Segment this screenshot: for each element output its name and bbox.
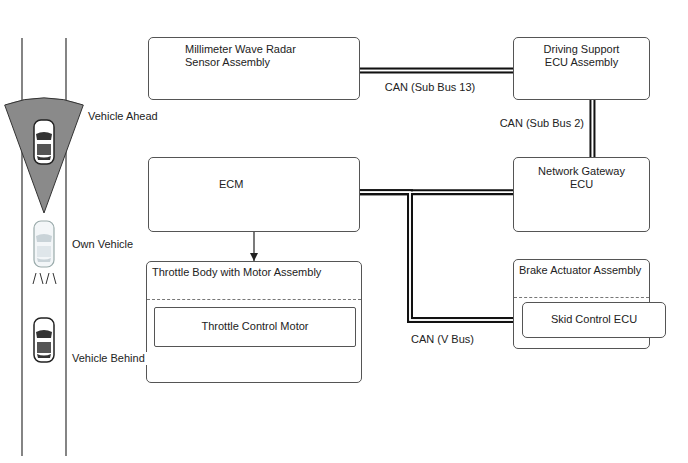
assembly-box: Throttle Body with Motor AssemblyThrottl… [146,261,362,383]
bus-outer [360,192,522,320]
vehicle-label: Vehicle Behind [70,352,147,365]
bus-inner [360,192,522,320]
connector-path [360,70,513,72]
ecu-box: ECM [148,157,360,232]
bus-outer [589,100,595,157]
can-bus-line [592,100,593,157]
box-label: Throttle Body with Motor Assembly [152,266,355,279]
control-arrow [254,232,255,261]
vehicle-ahead [34,120,54,164]
bus-label: CAN (Sub Bus 2) [498,117,586,130]
vehicle-label: Vehicle Ahead [86,110,160,123]
dashed-separator [514,297,649,298]
connector-path [360,192,522,320]
bus-label: CAN (V Bus) [409,333,476,346]
box-label: Brake Actuator Assembly [519,264,646,277]
ecu-box: Driving Support ECU Assembly [513,37,650,100]
skid-marks [33,273,56,284]
box-label: Network Gateway ECU [532,165,632,191]
bus-label: CAN (Sub Bus 13) [383,81,477,94]
bus-inner [360,70,513,72]
box-label: Driving Support ECU Assembly [532,43,632,69]
own-vehicle [34,221,54,267]
motor-box: Throttle Control Motor [154,307,356,347]
connector-path [253,232,254,261]
bus-inner [592,100,594,157]
can-bus-line [360,70,513,71]
vehicle-label: Own Vehicle [70,238,135,251]
dashed-separator [147,299,361,300]
box-label: Millimeter Wave Radar Sensor Assembly [185,43,320,69]
box-label: Throttle Control Motor [161,320,349,333]
bus-outer [360,68,513,74]
can-bus-line [360,192,522,320]
connector-path [592,100,594,157]
ecu-box: Skid Control ECU [522,302,666,338]
radar-beam [5,98,84,213]
sensor-box: Millimeter Wave Radar Sensor Assembly [148,37,360,100]
gateway-box: Network Gateway ECU [513,157,650,232]
assembly-box: Brake Actuator AssemblySkid Control ECU [513,259,650,349]
box-label: Skid Control ECU [529,313,659,326]
vehicle-behind [34,318,54,362]
box-label: ECM [219,178,351,191]
